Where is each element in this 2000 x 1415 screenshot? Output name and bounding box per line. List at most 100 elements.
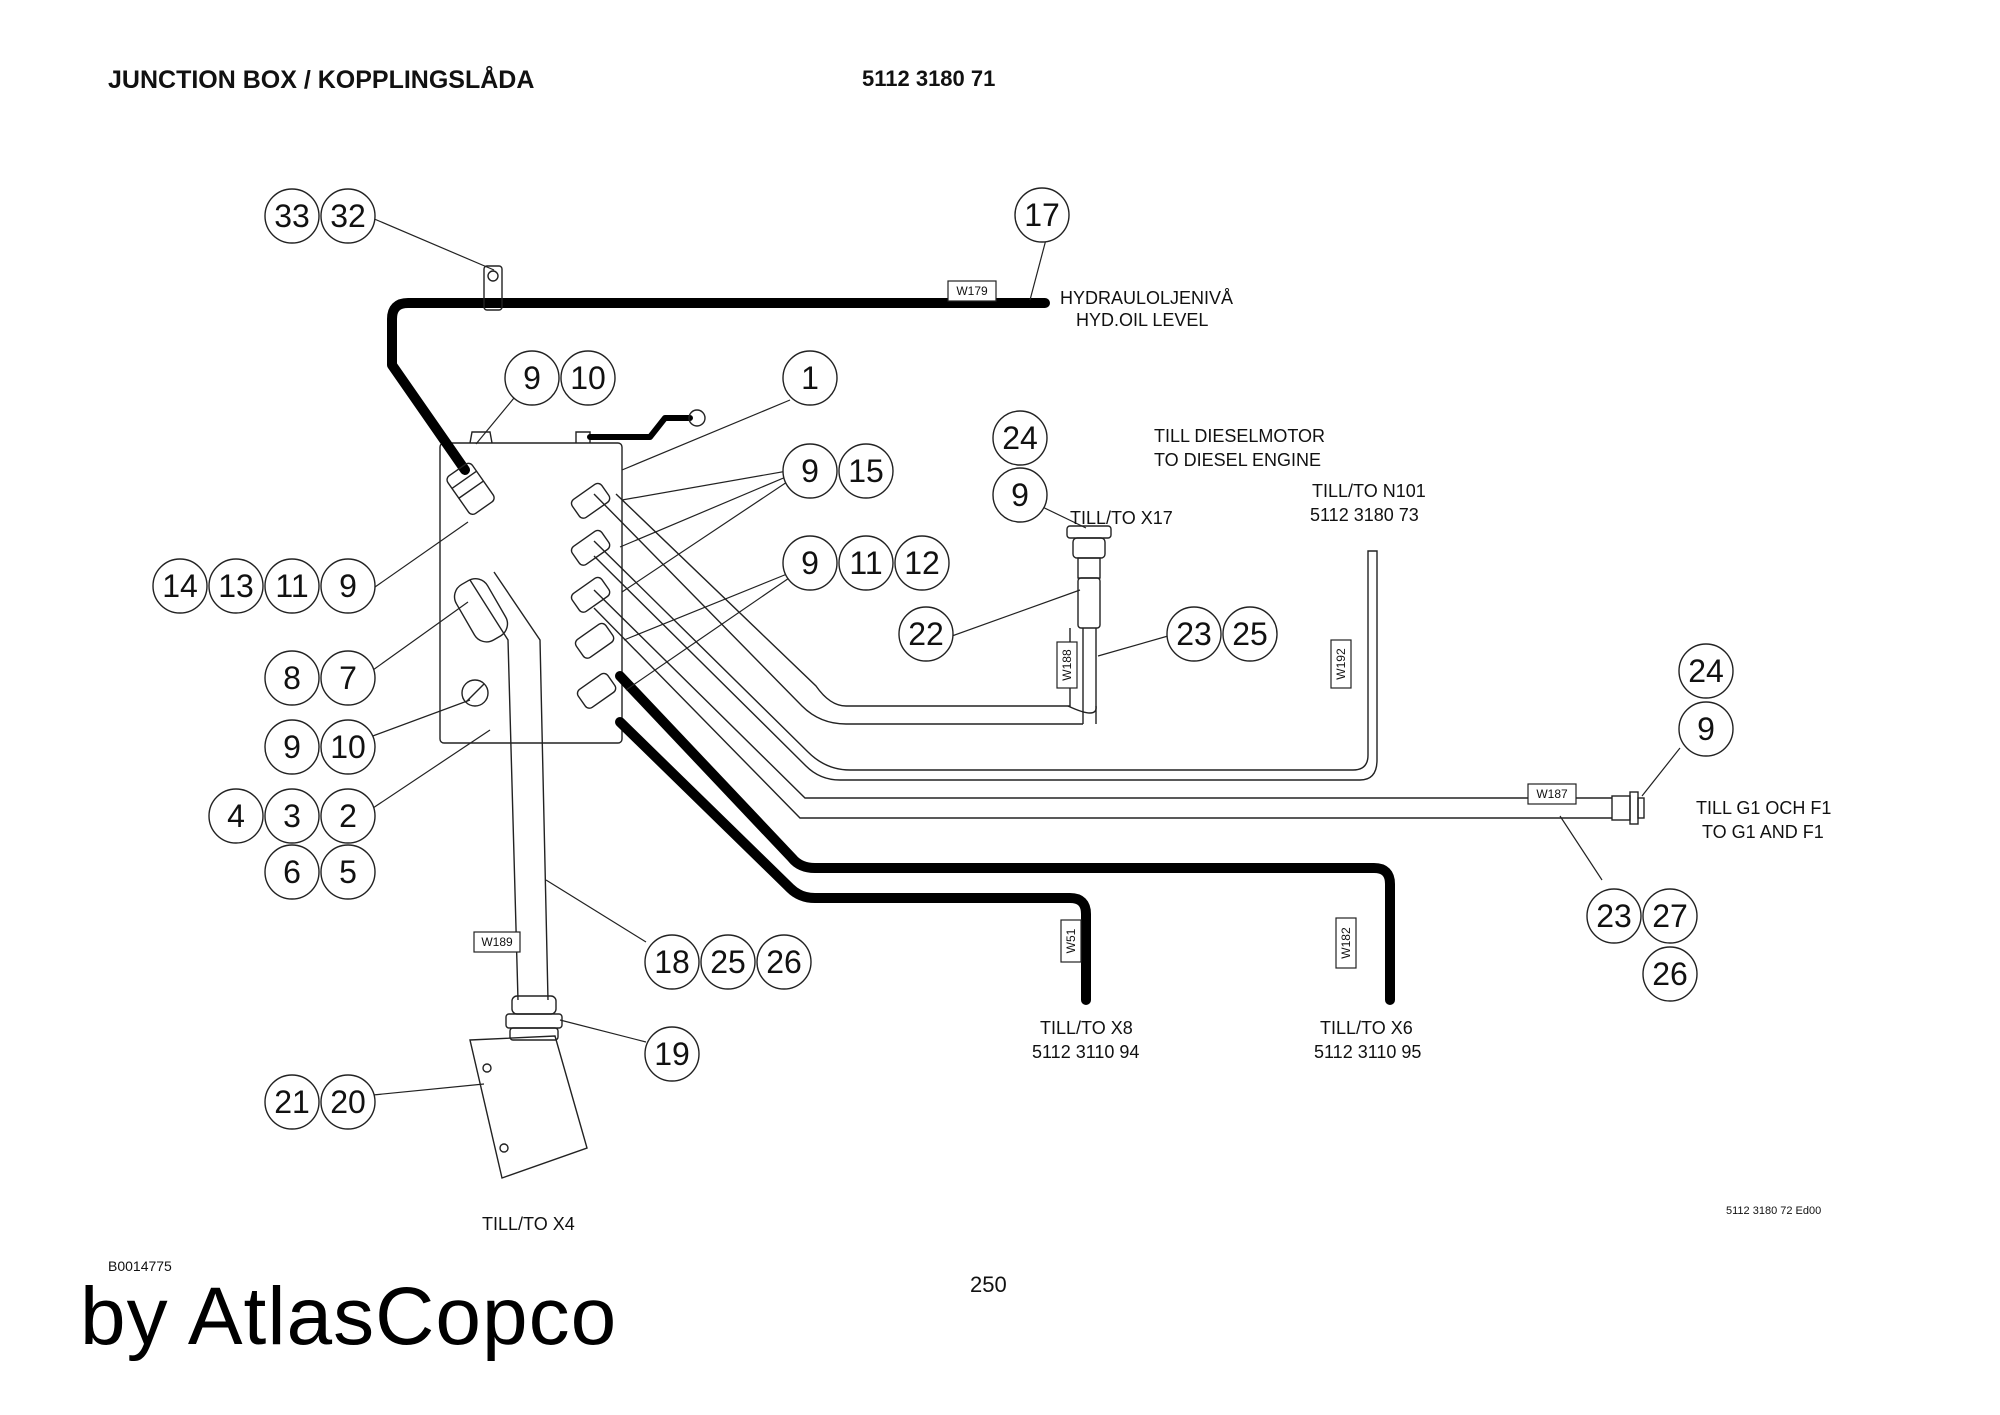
label-x6-part: 5112 3110 95 xyxy=(1314,1042,1421,1062)
callout-5: 5 xyxy=(320,844,376,900)
cable-w187 xyxy=(593,589,1612,819)
page-part-number: 5112 3180 71 xyxy=(862,66,996,91)
callout-13: 13 xyxy=(208,558,264,614)
callout-19: 19 xyxy=(644,1026,700,1082)
svg-text:21: 21 xyxy=(274,1084,310,1120)
callout-26: 26 xyxy=(756,934,812,990)
callout-3: 3 xyxy=(264,788,320,844)
svg-text:27: 27 xyxy=(1652,898,1688,934)
callout-25: 25 xyxy=(700,934,756,990)
svg-text:23: 23 xyxy=(1596,898,1632,934)
callout-8: 8 xyxy=(264,650,320,706)
svg-text:22: 22 xyxy=(908,616,944,652)
label-hyd-oil-en: HYD.OIL LEVEL xyxy=(1076,310,1208,330)
connector-x4 xyxy=(469,1035,588,1179)
svg-text:3: 3 xyxy=(283,798,301,834)
callout-21: 21 xyxy=(264,1074,320,1130)
cable-gland-left xyxy=(446,462,495,515)
svg-text:23: 23 xyxy=(1176,616,1212,652)
svg-text:32: 32 xyxy=(330,198,366,234)
svg-text:20: 20 xyxy=(330,1084,366,1120)
label-to-x6: TILL/TO X6 xyxy=(1320,1018,1413,1038)
callout-4: 4 xyxy=(208,788,264,844)
label-g1-f1-sv: TILL G1 OCH F1 xyxy=(1696,798,1831,818)
leader-lines xyxy=(369,217,1681,1096)
svg-text:W187: W187 xyxy=(1536,787,1568,801)
svg-text:7: 7 xyxy=(339,660,357,696)
svg-text:1: 1 xyxy=(801,360,819,396)
svg-text:9: 9 xyxy=(1697,711,1715,747)
callout-9: 9 xyxy=(1678,701,1734,757)
svg-text:W51: W51 xyxy=(1064,928,1078,953)
callout-9: 9 xyxy=(264,719,320,775)
callout-6: 6 xyxy=(264,844,320,900)
svg-text:10: 10 xyxy=(330,729,366,765)
callout-27: 27 xyxy=(1642,888,1698,944)
svg-text:33: 33 xyxy=(274,198,310,234)
svg-text:5: 5 xyxy=(339,854,357,890)
svg-text:9: 9 xyxy=(801,545,819,581)
svg-text:19: 19 xyxy=(654,1036,690,1072)
svg-text:W188: W188 xyxy=(1060,649,1074,681)
page-number: 250 xyxy=(970,1272,1007,1297)
callout-24: 24 xyxy=(992,410,1048,466)
svg-text:10: 10 xyxy=(570,360,606,396)
svg-text:24: 24 xyxy=(1688,653,1724,689)
label-g1-f1-en: TO G1 AND F1 xyxy=(1702,822,1824,842)
callout-15: 15 xyxy=(838,443,894,499)
label-to-n101: TILL/TO N101 xyxy=(1312,481,1426,501)
svg-text:15: 15 xyxy=(848,453,884,489)
svg-text:26: 26 xyxy=(766,944,802,980)
callout-2: 2 xyxy=(320,788,376,844)
svg-text:9: 9 xyxy=(1011,477,1029,513)
label-drawing-ref: 5112 3180 72 Ed00 xyxy=(1726,1205,1821,1217)
svg-text:8: 8 xyxy=(283,660,301,696)
svg-text:W182: W182 xyxy=(1339,927,1353,959)
callout-7: 7 xyxy=(320,650,376,706)
callout-33: 33 xyxy=(264,188,320,244)
callout-11: 11 xyxy=(264,558,320,614)
wire-tag-w187: W187 xyxy=(1527,783,1577,805)
callout-9: 9 xyxy=(782,535,838,591)
screw-plug xyxy=(461,679,489,707)
svg-text:9: 9 xyxy=(339,568,357,604)
ground-lug xyxy=(688,409,706,427)
label-diesel-sv: TILL DIESELMOTOR xyxy=(1154,426,1325,446)
callout-32: 32 xyxy=(320,188,376,244)
label-diesel-en: TO DIESEL ENGINE xyxy=(1154,450,1321,470)
svg-text:W192: W192 xyxy=(1334,648,1348,680)
connector-x17 xyxy=(1072,537,1106,559)
label-to-x8: TILL/TO X8 xyxy=(1040,1018,1133,1038)
cable-w179 xyxy=(387,298,1050,475)
cable-w188 xyxy=(593,493,1083,725)
svg-text:24: 24 xyxy=(1002,420,1038,456)
callout-23: 23 xyxy=(1586,888,1642,944)
svg-text:2: 2 xyxy=(339,798,357,834)
callout-11: 11 xyxy=(838,535,894,591)
callout-17: 17 xyxy=(1014,187,1070,243)
cable-w192 xyxy=(593,540,1378,781)
callout-22: 22 xyxy=(898,606,954,662)
svg-text:9: 9 xyxy=(283,729,301,765)
svg-text:14: 14 xyxy=(162,568,198,604)
connector-x17-sleeve xyxy=(1077,577,1101,629)
callout-26: 26 xyxy=(1642,946,1698,1002)
callout-9: 9 xyxy=(782,443,838,499)
cable-clamp xyxy=(483,265,503,311)
svg-text:9: 9 xyxy=(523,360,541,396)
svg-text:W179: W179 xyxy=(956,284,988,298)
watermark: by AtlasCopco xyxy=(80,1271,618,1362)
wire-tag-w182: W182 xyxy=(1335,917,1357,969)
diagram-labels: HYDRAULOLJENIVÅ HYD.OIL LEVEL TILL DIESE… xyxy=(482,288,1831,1234)
label-x8-part: 5112 3110 94 xyxy=(1032,1042,1139,1062)
svg-text:25: 25 xyxy=(710,944,746,980)
callout-9: 9 xyxy=(504,350,560,406)
wire-tag-w189: W189 xyxy=(473,931,521,953)
wire-tag-w51: W51 xyxy=(1060,919,1082,963)
svg-text:12: 12 xyxy=(904,545,940,581)
callout-20: 20 xyxy=(320,1074,376,1130)
svg-text:6: 6 xyxy=(283,854,301,890)
junction-box xyxy=(439,442,623,744)
label-n101-part: 5112 3180 73 xyxy=(1310,505,1419,525)
